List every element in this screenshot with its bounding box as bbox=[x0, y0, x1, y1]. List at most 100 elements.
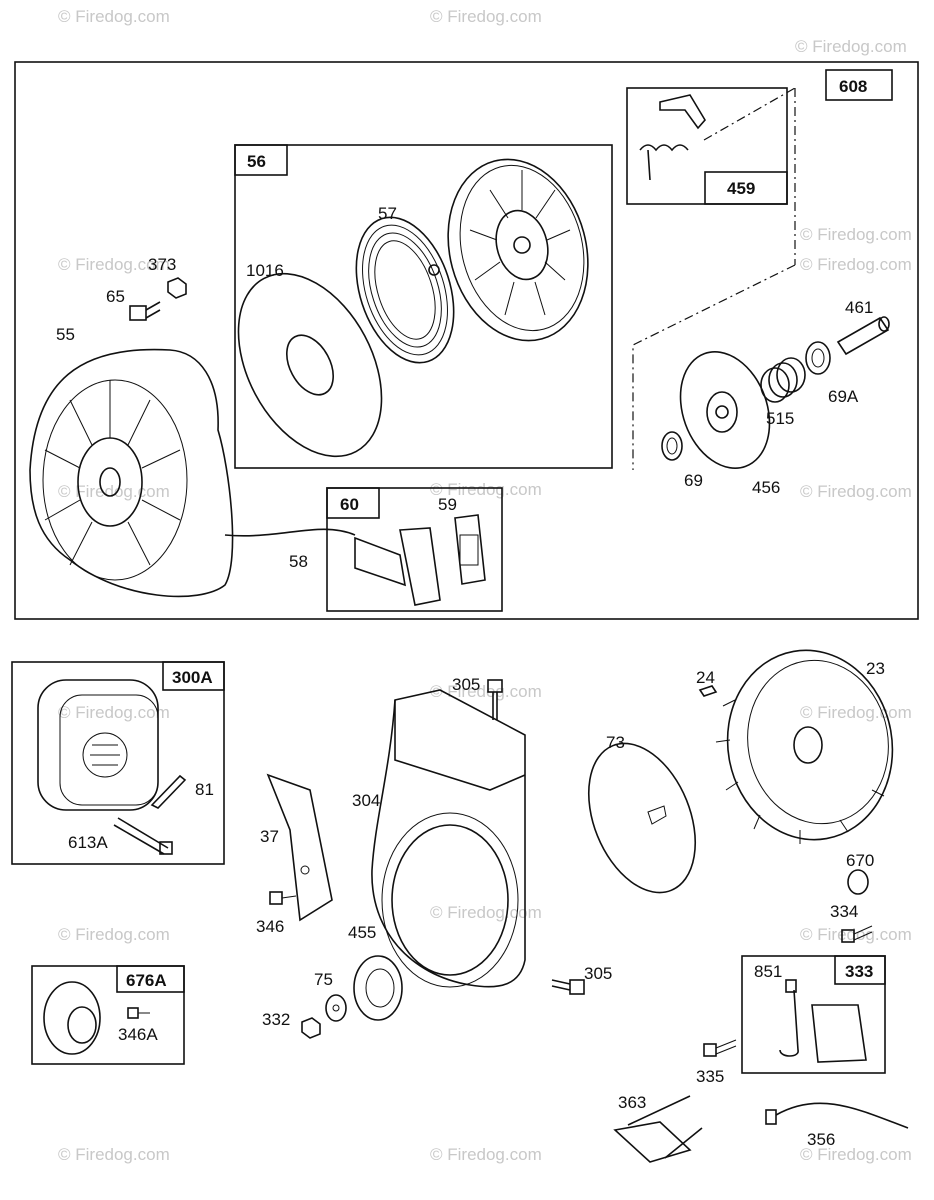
part-label-23: 23 bbox=[866, 659, 885, 678]
part-label-461: 461 bbox=[845, 298, 873, 317]
spring-515-drawing bbox=[760, 357, 806, 403]
stop-switch-363-drawing bbox=[613, 1095, 703, 1163]
watermark: © Firedog.com bbox=[800, 1145, 912, 1164]
flywheel-23-drawing bbox=[715, 649, 894, 844]
handle-insert-59-drawing bbox=[454, 514, 486, 585]
screw-305-bottom-drawing bbox=[551, 979, 585, 995]
leader-line bbox=[632, 87, 796, 470]
box-label-frame-300A bbox=[162, 661, 225, 691]
screw-346A-drawing bbox=[127, 1007, 150, 1019]
part-label-335: 335 bbox=[696, 1067, 724, 1086]
box-label-608: 608 bbox=[839, 77, 867, 96]
starter-cup-455-drawing bbox=[353, 955, 403, 1021]
part-label-363: 363 bbox=[618, 1093, 646, 1112]
screw-334-drawing bbox=[841, 925, 873, 943]
box-label-frame-676A bbox=[116, 965, 185, 993]
blower-housing-304-drawing bbox=[371, 689, 526, 988]
watermark: © Firedog.com bbox=[58, 7, 170, 26]
watermark: © Firedog.com bbox=[58, 482, 170, 501]
watermarks: © Firedog.com © Firedog.com © Firedog.co… bbox=[58, 7, 912, 1164]
watermark: © Firedog.com bbox=[800, 925, 912, 944]
part-label-373: 373 bbox=[148, 255, 176, 274]
part-label-69A: 69A bbox=[828, 387, 859, 406]
ignition-armature-drawing bbox=[779, 979, 867, 1063]
part-label-455: 455 bbox=[348, 923, 376, 942]
watermark: © Firedog.com bbox=[800, 482, 912, 501]
assembly-frame-676A bbox=[31, 965, 185, 1065]
key-24-drawing bbox=[698, 685, 718, 697]
box-label-300A: 300A bbox=[172, 668, 213, 687]
box-label-56: 56 bbox=[247, 152, 266, 171]
part-label-59: 59 bbox=[438, 495, 457, 514]
watermark: © Firedog.com bbox=[58, 703, 170, 722]
box-label-60: 60 bbox=[340, 495, 359, 514]
ground-wire-356-drawing bbox=[765, 1102, 909, 1129]
bolt-65-drawing bbox=[129, 301, 161, 321]
watermark: © Firedog.com bbox=[800, 703, 912, 722]
part-label-456: 456 bbox=[752, 478, 780, 497]
box-label-333: 333 bbox=[845, 962, 873, 981]
washer-69-drawing bbox=[661, 431, 683, 461]
watermark: © Firedog.com bbox=[430, 1145, 542, 1164]
air-guide-37-drawing bbox=[266, 773, 333, 922]
assembly-frame-333 bbox=[741, 955, 886, 1074]
watermark: © Firedog.com bbox=[430, 682, 542, 701]
part-label-346A: 346A bbox=[118, 1025, 158, 1044]
assembly-frame-56 bbox=[234, 144, 613, 469]
guard-676A-drawing bbox=[43, 981, 101, 1055]
part-label-58: 58 bbox=[289, 552, 308, 571]
watermark: © Firedog.com bbox=[58, 255, 170, 274]
rotating-screen-73-drawing bbox=[587, 742, 697, 894]
blower-housing-55-drawing bbox=[29, 348, 356, 598]
nut-332-drawing bbox=[301, 1017, 321, 1039]
part-label-305-bottom: 305 bbox=[584, 964, 612, 983]
pin-461-drawing bbox=[836, 316, 890, 356]
part-label-57: 57 bbox=[378, 204, 397, 223]
watermark: © Firedog.com bbox=[800, 225, 912, 244]
box-label-frame-60 bbox=[326, 487, 380, 519]
box-label-frame-608 bbox=[825, 69, 893, 101]
part-label-55: 55 bbox=[56, 325, 75, 344]
watermark: © Firedog.com bbox=[795, 37, 907, 56]
watermark: © Firedog.com bbox=[58, 1145, 170, 1164]
washer-1016-drawing bbox=[237, 272, 383, 458]
assembly-frame-608 bbox=[14, 61, 919, 620]
assembly-frame-60 bbox=[326, 487, 503, 612]
watermark: © Firedog.com bbox=[430, 903, 542, 922]
part-label-69: 69 bbox=[684, 471, 703, 490]
box-label-frame-333 bbox=[834, 955, 886, 985]
spacer-670-drawing bbox=[847, 869, 869, 895]
nut-373-drawing bbox=[167, 277, 187, 299]
part-label-81: 81 bbox=[195, 780, 214, 799]
watermark: © Firedog.com bbox=[800, 255, 912, 274]
box-label-frame-56 bbox=[234, 144, 288, 176]
part-label-346: 346 bbox=[256, 917, 284, 936]
part-label-304: 304 bbox=[352, 791, 380, 810]
assembly-frame-300A bbox=[11, 661, 225, 865]
part-label-356: 356 bbox=[807, 1130, 835, 1149]
part-label-515: 515 bbox=[766, 409, 794, 428]
starter-handle-drawing bbox=[354, 527, 441, 606]
starter-pulley-drawing bbox=[447, 158, 589, 342]
box-label-459: 459 bbox=[727, 179, 755, 198]
pawl-and-spring-drawing bbox=[639, 94, 706, 181]
screw-613A-drawing bbox=[113, 817, 173, 855]
part-label-73: 73 bbox=[606, 733, 625, 752]
part-label-332: 332 bbox=[262, 1010, 290, 1029]
screw-335-drawing bbox=[703, 1039, 737, 1057]
muffler-drawing bbox=[37, 679, 159, 811]
washer-75-drawing bbox=[325, 994, 347, 1022]
part-label-305-top: 305 bbox=[452, 675, 480, 694]
part-label-334: 334 bbox=[830, 902, 858, 921]
part-label-24: 24 bbox=[696, 668, 715, 687]
washer-69A-drawing bbox=[805, 341, 831, 375]
part-labels: 373 65 55 1016 57 461 69A 515 69 456 59 … bbox=[56, 204, 885, 1149]
screw-346-drawing bbox=[269, 891, 297, 905]
watermark: © Firedog.com bbox=[430, 7, 542, 26]
lock-81-drawing bbox=[150, 774, 187, 809]
rewind-spring-57-drawing bbox=[355, 216, 455, 364]
part-label-613A: 613A bbox=[68, 833, 108, 852]
part-label-1016: 1016 bbox=[246, 261, 284, 280]
part-label-65: 65 bbox=[106, 287, 125, 306]
